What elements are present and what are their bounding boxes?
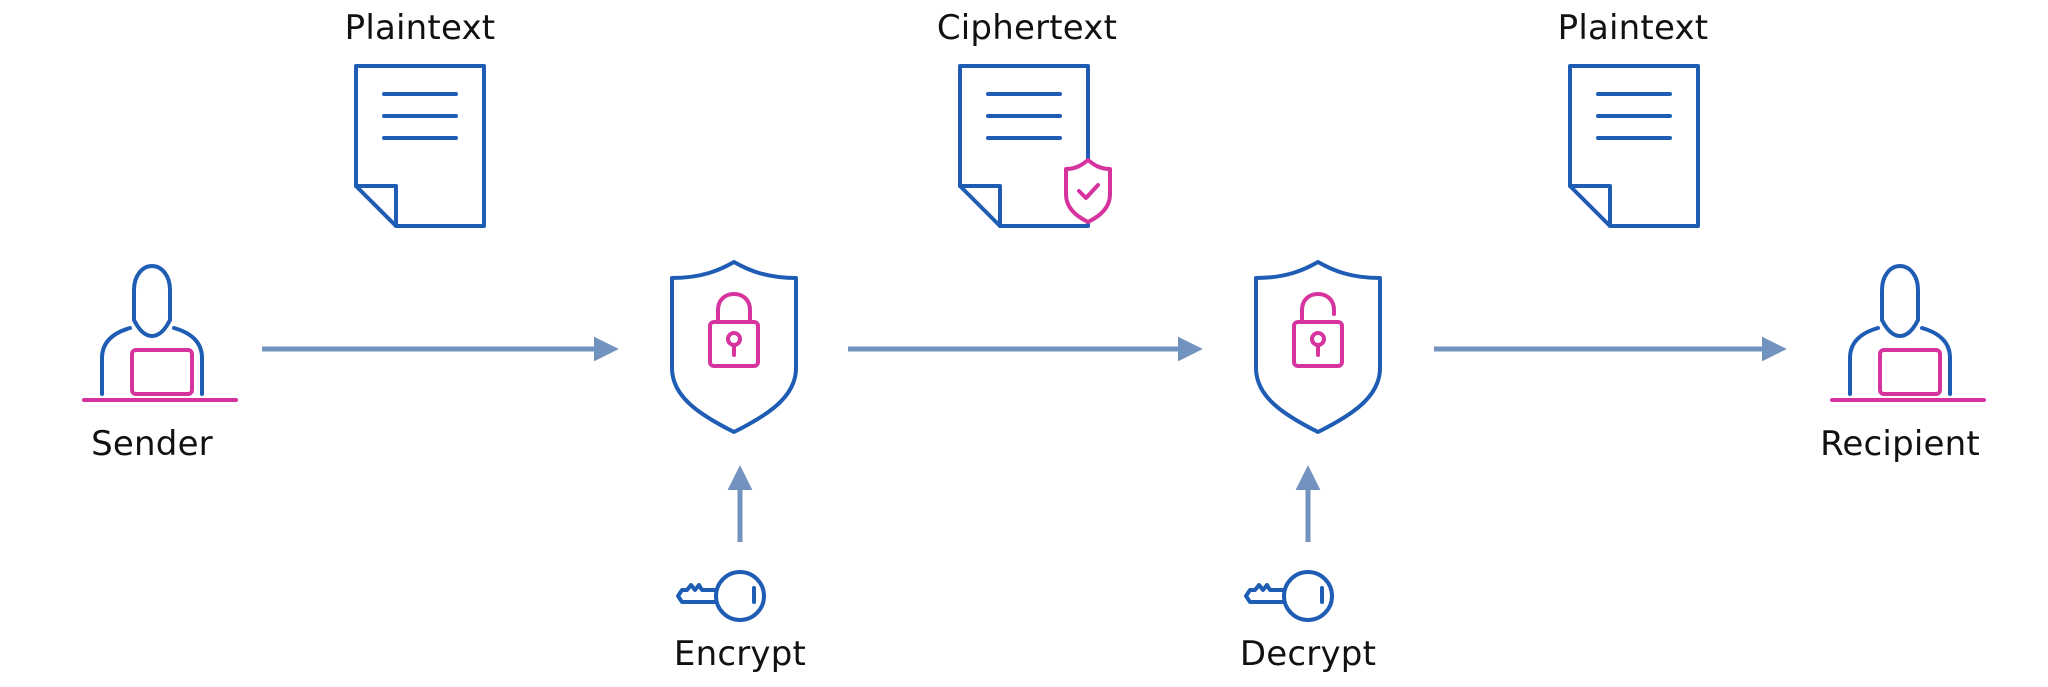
secure-document-icon bbox=[958, 64, 1112, 228]
document-icon bbox=[354, 64, 486, 228]
sender-label: Sender bbox=[91, 424, 213, 464]
ciphertext-label: Ciphertext bbox=[936, 8, 1118, 48]
encrypt-key-icon bbox=[676, 570, 766, 622]
plaintext-input-label: Plaintext bbox=[344, 8, 496, 48]
decrypt-label: Decrypt bbox=[1239, 634, 1377, 674]
shield-lock-icon bbox=[670, 260, 798, 434]
document-icon bbox=[1568, 64, 1700, 228]
arrows bbox=[262, 336, 1787, 542]
shield-check-icon bbox=[1064, 158, 1112, 224]
recipient-label: Recipient bbox=[1820, 424, 1980, 464]
plaintext-output-label: Plaintext bbox=[1557, 8, 1709, 48]
decrypt-key-icon bbox=[1244, 570, 1334, 622]
sender-icon bbox=[82, 264, 238, 402]
encrypt-label: Encrypt bbox=[673, 634, 807, 674]
recipient-icon bbox=[1830, 264, 1986, 402]
shield-unlock-icon bbox=[1254, 260, 1382, 434]
